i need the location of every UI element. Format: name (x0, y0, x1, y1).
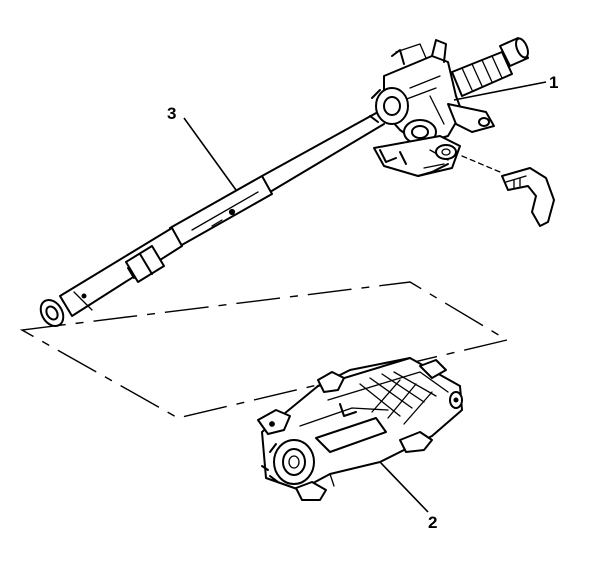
leader-line-1 (453, 81, 547, 101)
leader-lines (183, 81, 547, 513)
part-2-lower-housing (257, 357, 463, 501)
part-3-steering-shaft (39, 111, 385, 328)
alignment-dashed-frame (19, 281, 509, 419)
retainer-clip (501, 167, 555, 227)
callout-1: 1 (549, 73, 558, 92)
part-1-column-housing (369, 37, 529, 177)
callout-2: 2 (428, 513, 437, 532)
leader-line-2 (379, 461, 429, 513)
callout-3: 3 (167, 104, 176, 123)
leader-line-3 (183, 117, 237, 191)
